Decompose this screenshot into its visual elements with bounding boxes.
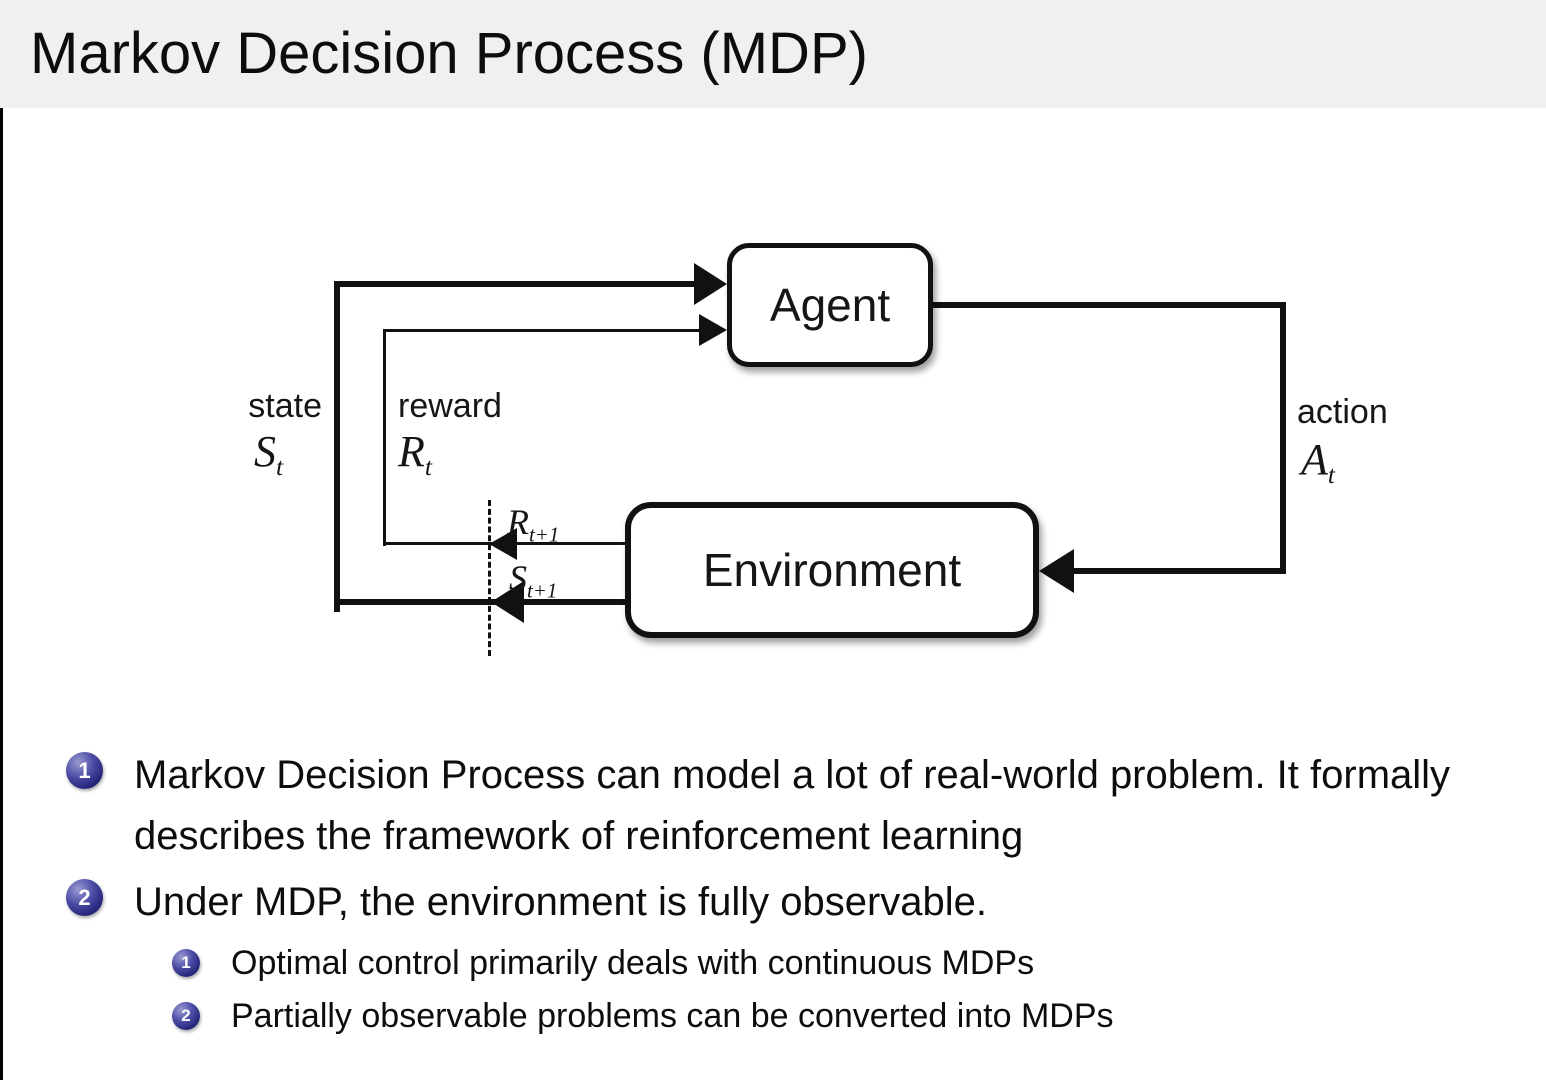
state-return-arrowhead <box>491 581 524 623</box>
state-label: state <box>248 387 322 425</box>
action-symbol-base: A <box>1301 435 1328 484</box>
reward-line-vertical <box>383 329 386 546</box>
state-symbol: St <box>254 427 283 480</box>
enumerate-ball-2: 2 <box>66 879 103 916</box>
slide-title: Markov Decision Process (MDP) <box>30 21 868 86</box>
agent-box: Agent <box>727 243 933 367</box>
state-line-vertical <box>334 281 340 612</box>
enumerate-subball-2-number: 2 <box>181 1006 191 1025</box>
state-next-symbol: St+1 <box>509 558 557 601</box>
action-line-vertical <box>1280 302 1286 574</box>
action-line-bottom <box>1072 568 1286 574</box>
reward-arrowhead-into-agent <box>699 314 727 346</box>
action-label: action <box>1297 393 1388 431</box>
state-line-top <box>334 281 694 287</box>
reward-next-symbol-sub: t+1 <box>529 522 560 547</box>
slide-header: Markov Decision Process (MDP) <box>0 0 1546 108</box>
reward-next-symbol: Rt+1 <box>507 502 559 545</box>
state-next-symbol-base: S <box>509 558 527 598</box>
environment-box: Environment <box>625 502 1039 638</box>
state-symbol-sub: t <box>276 451 284 481</box>
enumerate-subball-1-number: 1 <box>181 953 191 972</box>
state-arrowhead-into-agent <box>694 263 727 305</box>
window-left-border <box>0 0 3 1080</box>
state-symbol-base: S <box>254 427 276 476</box>
enumerate-subball-1: 1 <box>172 949 200 977</box>
enumerate-ball-2-number: 2 <box>78 884 91 910</box>
reward-line-top <box>383 329 699 332</box>
action-symbol: At <box>1301 435 1335 488</box>
bullet-list: 1 Markov Decision Process can model a lo… <box>0 668 1546 1080</box>
action-line-top <box>933 302 1286 308</box>
sub-bullet-item-1: Optimal control primarily deals with con… <box>231 944 1035 982</box>
action-symbol-sub: t <box>1327 459 1335 489</box>
enumerate-ball-1: 1 <box>66 752 103 789</box>
enumerate-ball-1-number: 1 <box>78 757 91 783</box>
sub-bullet-item-2: Partially observable problems can be con… <box>231 997 1114 1035</box>
state-next-symbol-sub: t+1 <box>527 578 558 603</box>
reward-symbol-base: R <box>398 427 425 476</box>
state-return-line <box>334 599 625 605</box>
reward-symbol-sub: t <box>424 451 432 481</box>
reward-next-symbol-base: R <box>507 502 529 542</box>
mdp-diagram: Agent Environment state St reward Rt act… <box>0 108 1546 668</box>
bullet-item-1: Markov Decision Process can model a lot … <box>134 753 1451 858</box>
reward-return-arrowhead <box>489 528 517 560</box>
time-boundary-dashed-line <box>488 500 491 656</box>
environment-box-label: Environment <box>702 544 962 596</box>
enumerate-subball-2: 2 <box>172 1002 200 1030</box>
action-arrowhead-into-environment <box>1039 549 1074 593</box>
agent-box-label: Agent <box>769 279 891 331</box>
reward-label: reward <box>398 387 502 425</box>
bullet-item-2: Under MDP, the environment is fully obse… <box>134 880 988 924</box>
reward-symbol: Rt <box>398 427 432 480</box>
